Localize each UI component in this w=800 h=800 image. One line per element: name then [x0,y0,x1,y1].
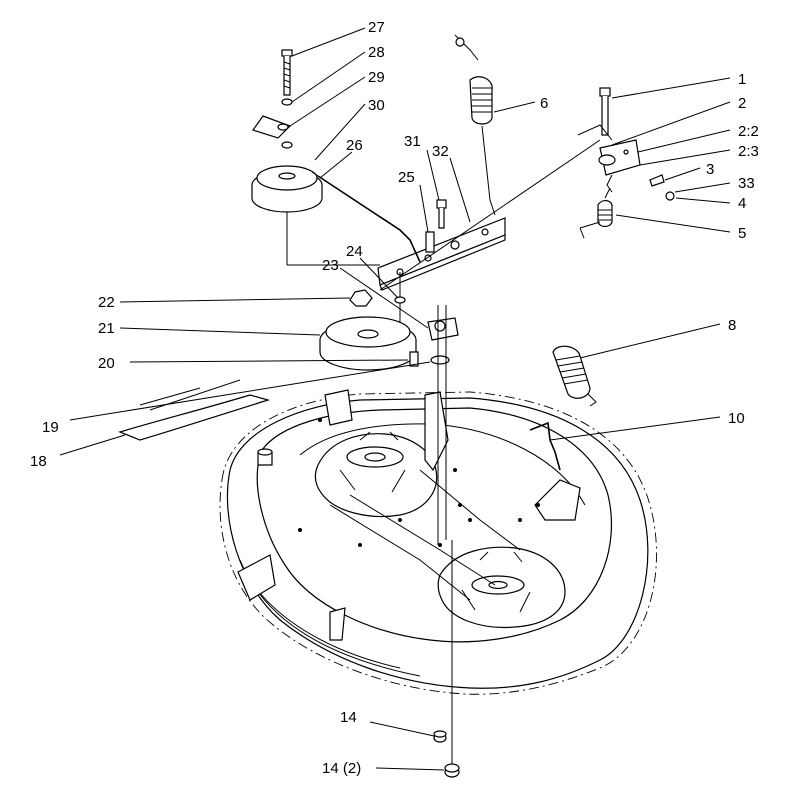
callout-20: 20 [98,355,115,372]
callout-24: 24 [346,243,363,260]
callout-21: 21 [98,320,115,337]
callout-26: 26 [346,137,363,154]
callout-14: 14 [340,709,357,726]
callout-29: 29 [368,69,385,86]
bolt-20 [409,351,419,367]
callout-25: 25 [398,169,415,186]
leader-lines [59,27,731,771]
spring-8 [552,345,597,407]
cable-26 [317,175,421,263]
spring-6 [454,34,496,216]
idler-pulley-top [251,165,323,213]
washer-28 [281,98,293,106]
callout-30: 30 [368,97,385,114]
belt-18 [118,379,271,441]
callout-33: 33 [738,175,755,192]
callout-3: 3 [706,161,714,178]
callout-10: 10 [728,410,745,427]
callout-2-3: 2:3 [738,143,759,160]
callout-23: 23 [322,257,339,274]
callout-4: 4 [738,195,746,212]
pulley-21 [319,316,417,371]
nut-22 [349,289,373,307]
right-spindle-housing [437,546,566,629]
bolt-27 [281,49,293,96]
callout-27: 27 [368,19,385,36]
callout-31: 31 [404,133,421,150]
left-spindle-housing [314,431,438,518]
nut-14-pair [444,763,460,778]
callout-1: 1 [738,71,746,88]
callout-5: 5 [738,225,746,242]
callout-8: 8 [728,317,736,334]
bolt-31 [436,199,447,229]
bolt-25 [425,231,435,253]
callout-18: 18 [30,453,47,470]
washer-24 [394,296,406,304]
callout-14-2: 14 (2) [322,760,361,777]
callout-2-2: 2:2 [738,123,759,140]
mower-deck [219,389,657,695]
callout-32: 32 [432,143,449,160]
callout-22: 22 [98,294,115,311]
callout-labels: 27 28 29 30 26 31 32 25 24 23 6 1 2 2:2 … [30,19,759,777]
pivot-bracket-assembly [577,87,675,239]
callout-19: 19 [42,419,59,436]
bracket-23 [427,317,459,341]
callout-28: 28 [368,44,385,61]
nut-14 [433,730,447,743]
callout-2: 2 [738,95,746,112]
washer-19 [430,355,450,365]
callout-6: 6 [540,95,548,112]
